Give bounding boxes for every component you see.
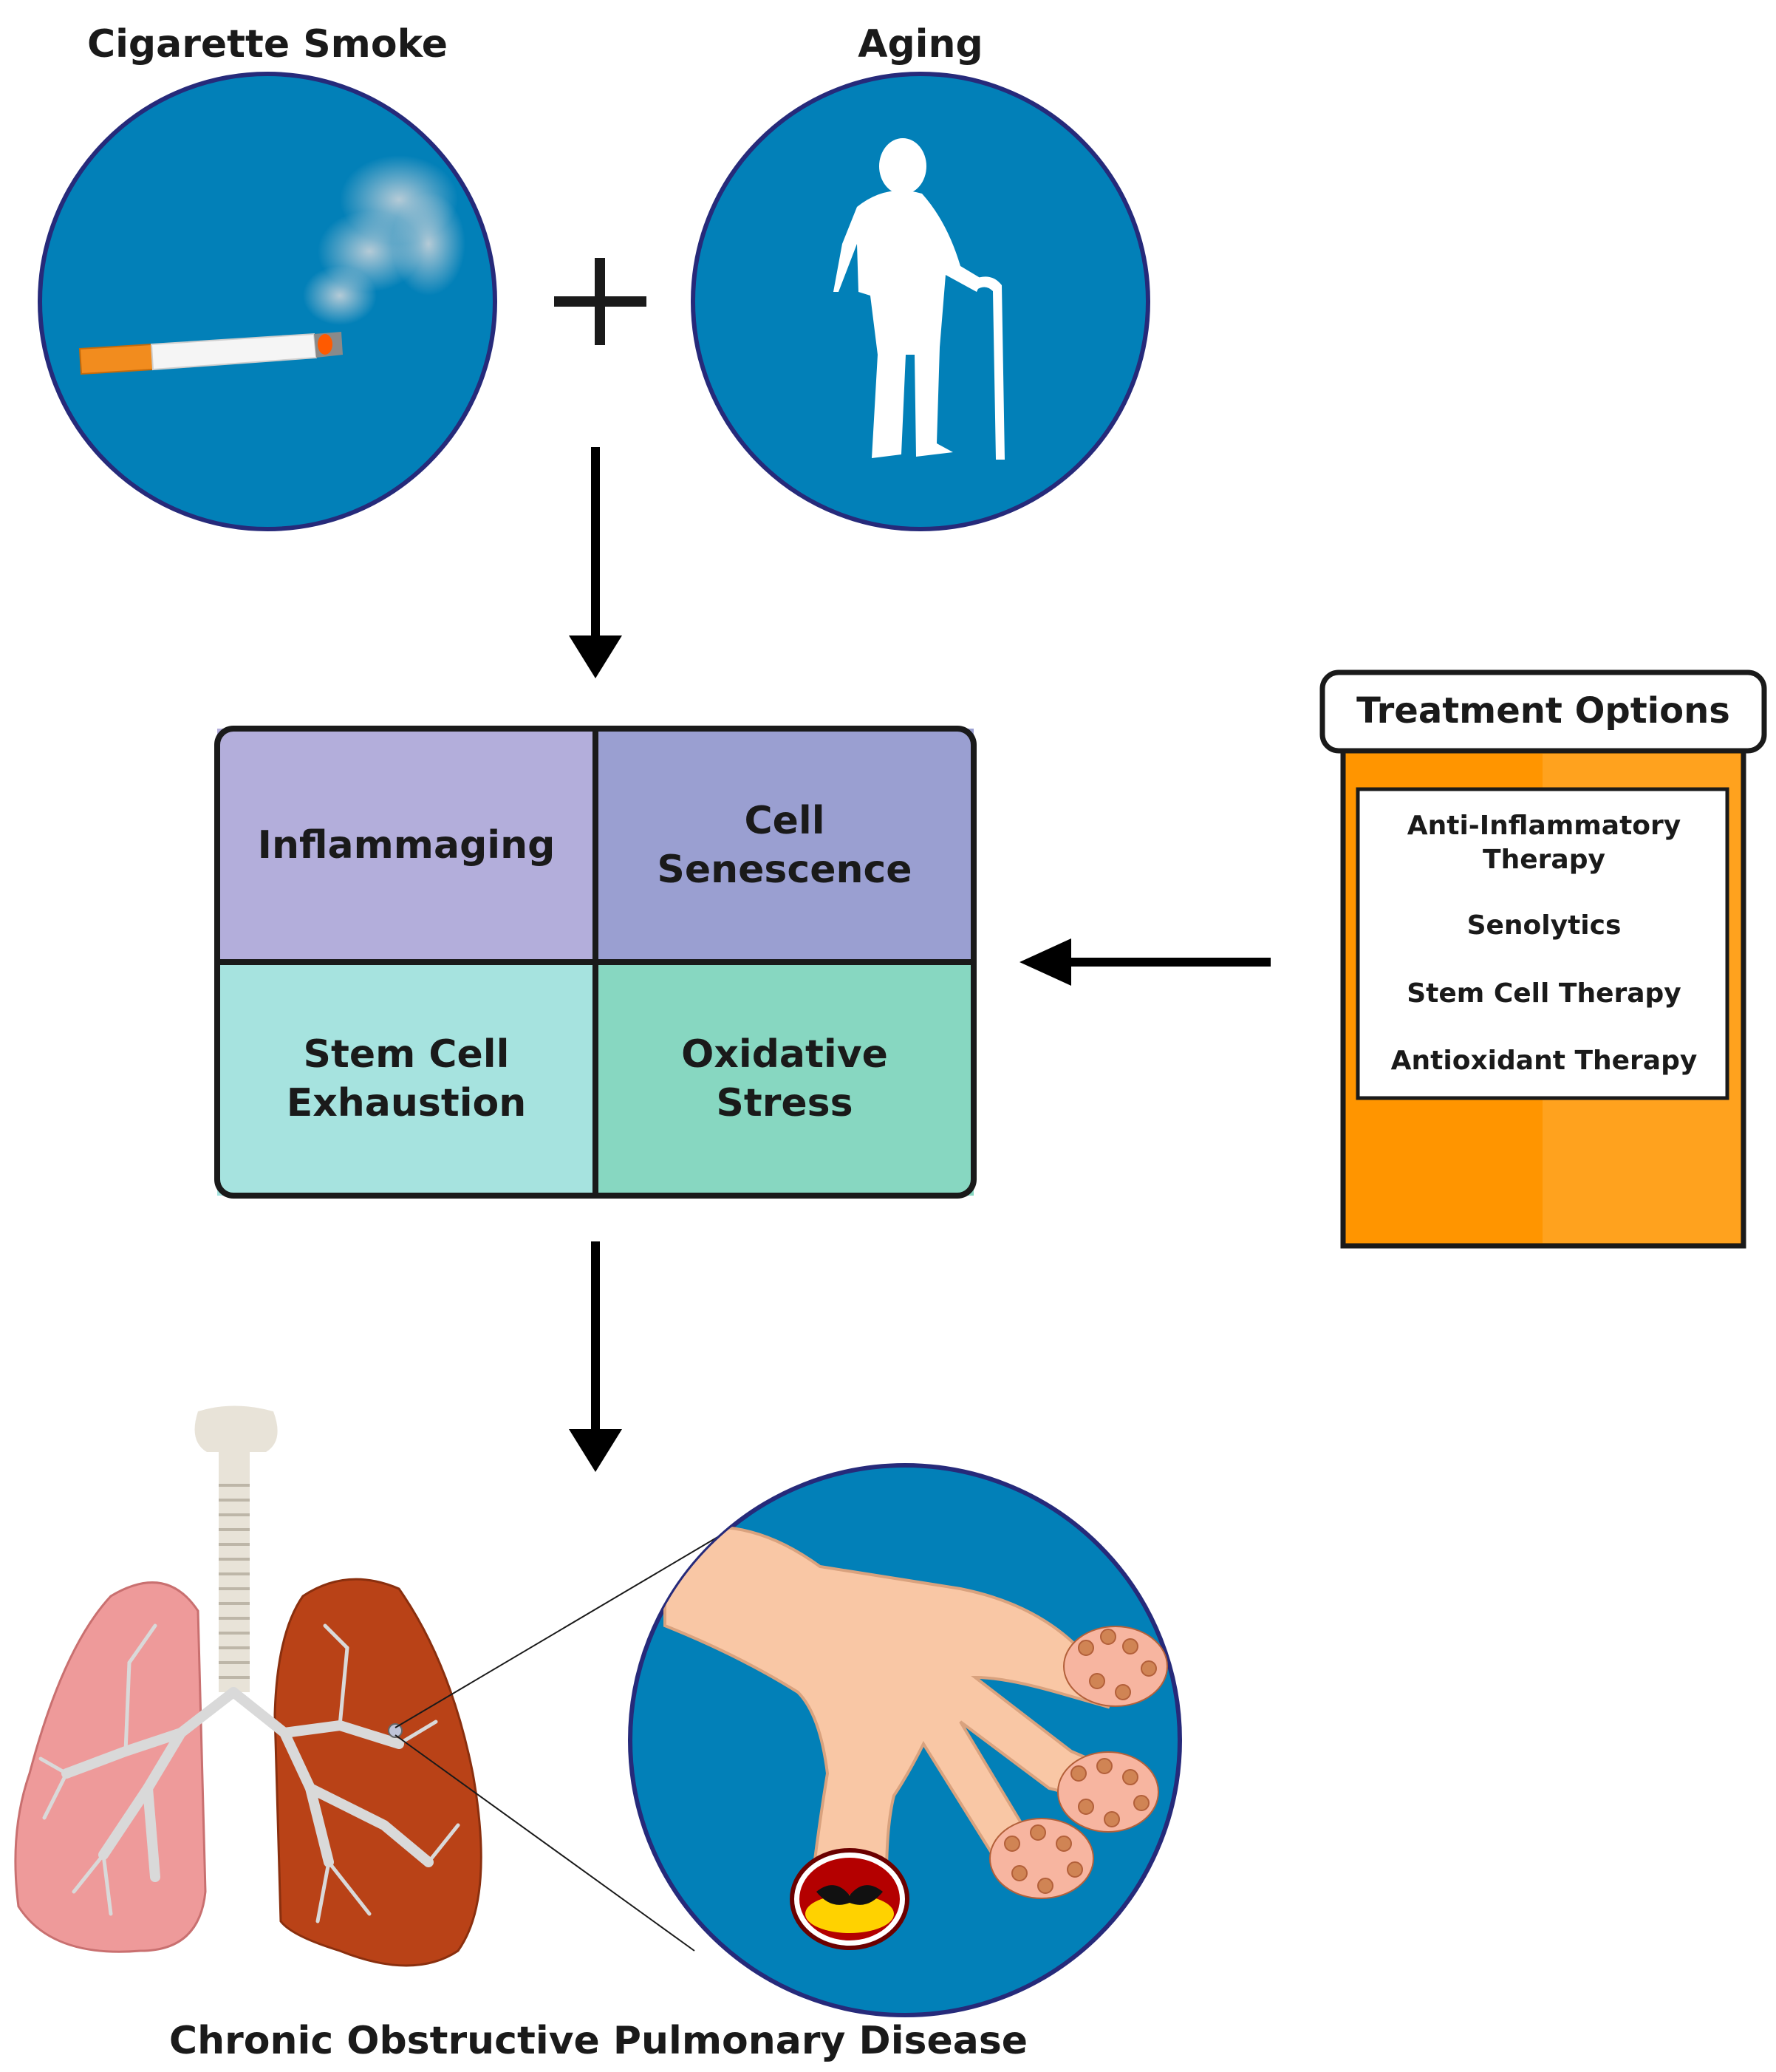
cigarette-icon bbox=[78, 332, 343, 375]
aging-circle bbox=[691, 72, 1150, 531]
treatment-item-stem-cell-therapy: Stem Cell Therapy bbox=[1407, 978, 1681, 1009]
arrow-left-icon bbox=[1020, 938, 1271, 986]
alveoli-cluster bbox=[989, 1626, 1168, 1899]
mechanism-cell-senescence: Cell Senescence bbox=[657, 799, 912, 892]
smoke-icon bbox=[303, 155, 465, 325]
treatment-bottle bbox=[1319, 669, 1767, 1249]
cigarette-smoke-label: Cigarette Smoke bbox=[86, 22, 448, 67]
lungs-icon bbox=[14, 1405, 482, 1967]
arrow-down-icon bbox=[569, 1241, 622, 1472]
aging-label: Aging bbox=[858, 22, 983, 67]
treatment-item-anti-inflammatory: Anti-Inflammatory Therapy bbox=[1407, 811, 1681, 875]
alveoli-zoom-circle bbox=[628, 1463, 1182, 2017]
treatment-item-senolytics: Senolytics bbox=[1466, 910, 1622, 941]
treatment-item-antioxidant: Antioxidant Therapy bbox=[1390, 1046, 1698, 1076]
mechanisms-grid bbox=[214, 726, 977, 1199]
treatment-title: Treatment Options bbox=[1356, 690, 1730, 732]
arrow-down-icon bbox=[569, 447, 622, 678]
zoom-lines bbox=[395, 1530, 728, 1952]
airway-cross-section-icon bbox=[790, 1848, 909, 1950]
copd-label: Chronic Obstructive Pulmonary Disease bbox=[168, 2019, 1028, 2063]
elderly-person-icon bbox=[833, 138, 1005, 460]
plus-icon bbox=[554, 258, 646, 345]
cigarette-smoke-circle bbox=[38, 72, 497, 531]
mechanism-cell-inflammaging: Inflammaging bbox=[257, 823, 556, 868]
mechanism-cell-stem-cell-exhaustion: Stem Cell Exhaustion bbox=[286, 1032, 527, 1125]
mechanism-cell-oxidative-stress: Oxidative Stress bbox=[681, 1032, 888, 1125]
